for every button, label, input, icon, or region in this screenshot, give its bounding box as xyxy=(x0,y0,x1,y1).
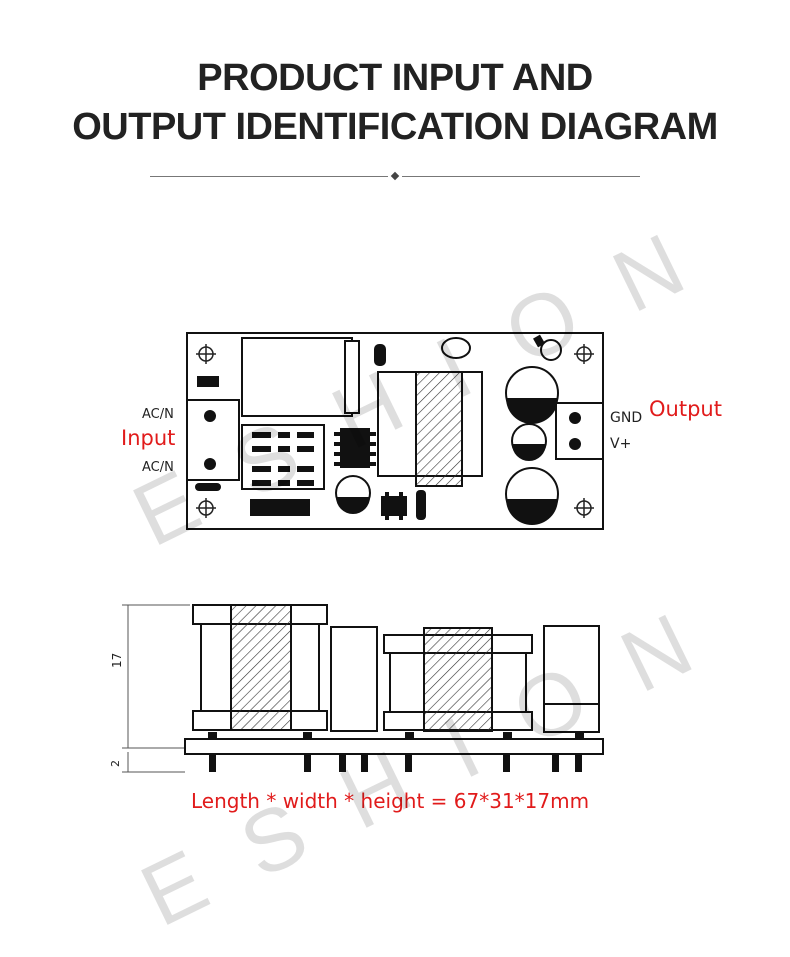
input-pin-bottom-label: AC/N xyxy=(142,460,174,475)
led-indicator xyxy=(540,339,562,361)
dimensions-caption: Length * width * height = 67*31*17mm xyxy=(191,789,590,813)
pin-dimension-label: 2 xyxy=(109,760,122,767)
height-dimension-label: 17 xyxy=(110,652,124,668)
smd-resistor xyxy=(197,376,219,387)
input-label: Input xyxy=(121,426,176,450)
input-pin-top-label: AC/N xyxy=(142,407,174,422)
output-pin-bottom-label: V+ xyxy=(610,436,632,452)
controller-ic xyxy=(340,428,370,468)
output-pin-top-label: GND xyxy=(610,410,643,426)
output-terminal-block xyxy=(555,402,604,460)
pcb-base xyxy=(184,738,604,755)
output-label: Output xyxy=(649,397,722,421)
page-title-line-2: OUTPUT IDENTIFICATION DIAGRAM xyxy=(72,106,718,148)
page-title-line-1: PRODUCT INPUT AND xyxy=(197,57,593,99)
divider-right xyxy=(402,176,640,177)
smd-fuse xyxy=(250,499,310,516)
mounting-hole-icon xyxy=(196,344,594,518)
film-capacitor xyxy=(241,337,353,417)
dimension-lines xyxy=(122,604,190,773)
side-capacitor-1 xyxy=(330,626,378,732)
divider-left xyxy=(150,176,388,177)
rectifier-ic xyxy=(381,496,407,516)
pcb-pins xyxy=(209,754,582,772)
